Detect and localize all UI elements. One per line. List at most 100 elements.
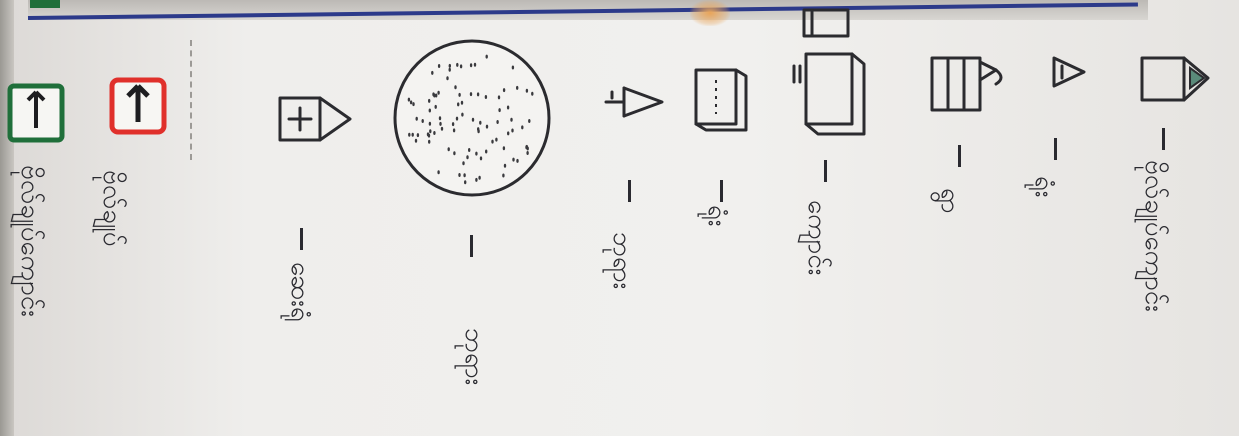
circle-dot xyxy=(512,158,514,162)
legend-label-2: ဗိုလ်ချုပ် xyxy=(91,170,130,247)
circle-dot xyxy=(422,119,424,123)
legend-label-6: ရုံး xyxy=(696,205,735,227)
circle-dot xyxy=(449,68,451,72)
circle-dot xyxy=(516,86,518,90)
circle-dot xyxy=(446,76,448,80)
circle-dot xyxy=(456,117,458,121)
circle-dot xyxy=(507,131,509,135)
circle-dot xyxy=(486,55,488,59)
circle-dot xyxy=(531,92,533,96)
circle-dot xyxy=(415,139,417,143)
circle-dot xyxy=(439,116,441,120)
circle-dot xyxy=(503,88,505,92)
circle-dot xyxy=(478,176,480,180)
circle-dot xyxy=(468,148,470,152)
circle-dot xyxy=(463,173,465,177)
circle-dot xyxy=(502,174,504,178)
circle-dot xyxy=(410,100,412,104)
legend-dash xyxy=(720,180,723,202)
circle-dot xyxy=(432,92,434,96)
circle-dot xyxy=(452,122,454,126)
circle-dot xyxy=(453,128,455,132)
circle-dot xyxy=(453,151,455,155)
circle-dot xyxy=(495,138,497,142)
circle-dot xyxy=(521,125,523,129)
circle-dot xyxy=(485,150,487,154)
margin-dashed-line xyxy=(190,40,192,160)
circle-dot xyxy=(496,120,498,124)
circle-dot xyxy=(470,92,472,96)
circle-dot xyxy=(437,170,439,174)
circle-dot xyxy=(491,140,493,144)
legend-label-10: ဗိုလ်ချုပ်ကျောင်း xyxy=(1133,160,1172,312)
building-flag-icon xyxy=(924,48,1014,128)
circle-dot xyxy=(412,133,414,137)
legend-label-3: ဆေးရုံ xyxy=(279,262,318,322)
circle-dot xyxy=(433,131,435,135)
legend-dash xyxy=(628,180,631,202)
circle-dot xyxy=(454,85,456,89)
circle-dot xyxy=(428,134,430,138)
legend-label-9: ရုံး xyxy=(1023,176,1062,198)
circle-dot xyxy=(408,98,410,102)
house-flag-icon xyxy=(1134,54,1224,114)
green-mark xyxy=(30,0,60,8)
circle-dot xyxy=(470,63,472,67)
circle-dot xyxy=(479,121,481,125)
legend-label-8: ရွာ xyxy=(929,188,968,214)
circle-dot xyxy=(503,146,505,150)
circle-dot xyxy=(504,164,506,168)
circle-dot xyxy=(417,133,419,137)
circle-dot xyxy=(429,122,431,126)
circle-dot xyxy=(526,89,528,93)
legend-dash xyxy=(958,145,961,167)
legend-dash xyxy=(470,235,473,257)
circle-dot xyxy=(429,109,431,113)
hospital-plus-icon xyxy=(276,92,356,152)
arrow-sign-red-icon xyxy=(108,76,168,136)
circle-dot xyxy=(457,102,459,106)
circle-dot xyxy=(428,99,430,103)
circle-dot xyxy=(428,140,430,144)
circle-dot xyxy=(475,152,477,156)
legend-label-7: ကျောင်း xyxy=(796,200,835,275)
circle-dot xyxy=(460,64,462,68)
circle-dot xyxy=(516,159,518,163)
circle-dot xyxy=(477,127,479,131)
circle-dot xyxy=(474,63,476,67)
table-bench-icon xyxy=(788,4,878,134)
circle-dot xyxy=(511,129,513,133)
circle-dot xyxy=(498,108,500,112)
circle-dot xyxy=(431,71,433,75)
circle-dot xyxy=(498,95,500,99)
circle-dot xyxy=(472,118,474,122)
box-icon xyxy=(688,64,758,134)
circle-dot xyxy=(439,122,441,126)
legend-label-5: ဘုရား xyxy=(601,232,640,289)
circle-dot xyxy=(480,156,482,160)
circle-dot xyxy=(485,95,487,99)
circle-dot xyxy=(456,63,458,67)
circle-dot xyxy=(408,133,410,137)
circle-dot xyxy=(438,64,440,68)
circle-dot xyxy=(458,93,460,97)
legend-dash xyxy=(824,160,827,182)
legend-dash xyxy=(1162,128,1165,150)
circle-dot xyxy=(416,117,418,121)
dotted-circle-icon xyxy=(394,38,554,198)
circle-dot xyxy=(526,145,528,149)
legend-dash xyxy=(1054,138,1057,160)
circle-dot xyxy=(429,129,431,133)
circle-dot xyxy=(512,66,514,70)
triangle-stem-icon xyxy=(604,78,674,138)
circle-dot xyxy=(448,147,450,151)
circle-dot xyxy=(510,118,512,122)
circle-dot xyxy=(458,173,460,177)
circle-dot xyxy=(477,92,479,96)
circle-dot xyxy=(466,155,468,159)
circle-dot xyxy=(528,119,530,123)
ink-blot xyxy=(690,0,730,26)
circle-dot xyxy=(464,180,466,184)
arrow-sign-green-icon xyxy=(2,80,62,150)
legend-label-1: ဗိုလ်ချုပ်ကျောင်း xyxy=(9,165,48,317)
